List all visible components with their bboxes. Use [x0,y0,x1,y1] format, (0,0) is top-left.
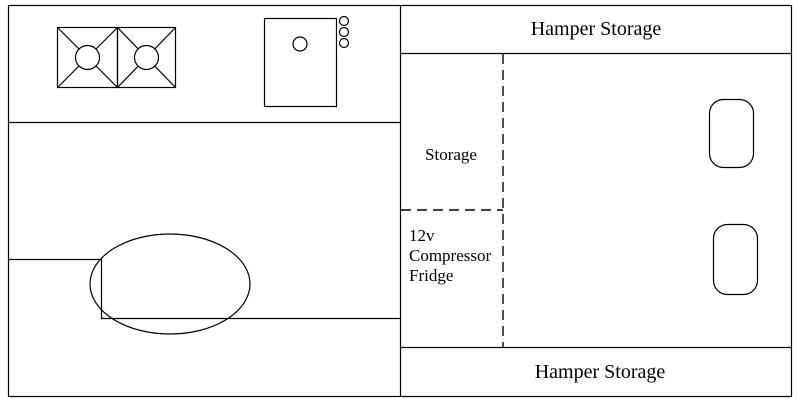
hamper-storage-top-label: Hamper Storage [531,18,662,40]
hamper-storage-bottom-label: Hamper Storage [535,361,666,383]
stove-icon [56,26,177,89]
fridge-label-line3: Fridge [409,266,453,285]
seat-icon-upper [708,98,755,169]
fridge-label-line2: Compressor [409,246,492,265]
fridge-label-line1: 12v [409,226,435,245]
seat-icon-lower [712,223,759,296]
storage-label: Storage [425,145,477,164]
table-icon [8,233,400,335]
sink-icon [263,15,350,108]
